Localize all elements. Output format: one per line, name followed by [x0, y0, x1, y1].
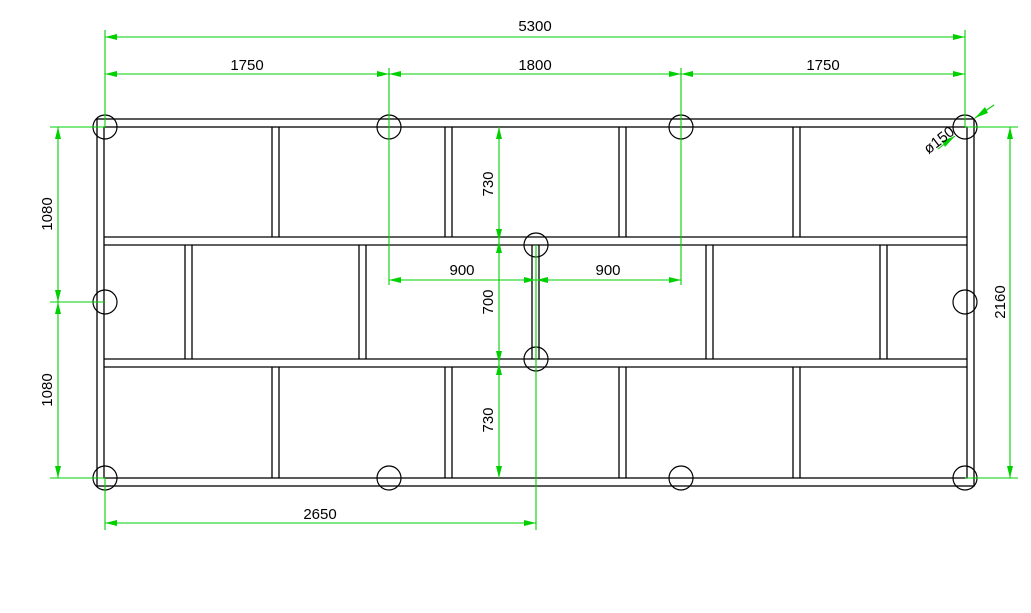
dim-bay-middle: 1800 [518, 57, 551, 74]
dimension-arrows [55, 34, 1013, 526]
dimension-labels: 5300 1750 1800 1750 900 900 2650 730 700… [39, 18, 1009, 523]
dim-center-half-left: 900 [449, 262, 474, 279]
dim-center-offset: 2650 [303, 506, 336, 523]
dim-column-diameter: ø150 [921, 123, 958, 157]
column-post [952, 289, 978, 315]
joists-bottom-row [271, 367, 801, 478]
column-post [376, 465, 402, 491]
column-post [668, 465, 694, 491]
dim-bottom-row-height: 730 [480, 407, 497, 432]
dim-middle-row-height: 700 [480, 289, 497, 314]
dim-top-row-height: 730 [480, 171, 497, 196]
columns [92, 114, 978, 491]
dim-bay-left: 1750 [230, 57, 263, 74]
dim-half-width-bottom: 1080 [39, 373, 56, 406]
dim-overall-length: 5300 [518, 18, 551, 35]
joists-middle-row [184, 245, 888, 359]
dim-half-width-top: 1080 [39, 197, 56, 230]
dim-bay-right: 1750 [806, 57, 839, 74]
dim-overall-width: 2160 [992, 285, 1009, 318]
joists-top-row [271, 127, 801, 237]
dim-center-half-right: 900 [595, 262, 620, 279]
